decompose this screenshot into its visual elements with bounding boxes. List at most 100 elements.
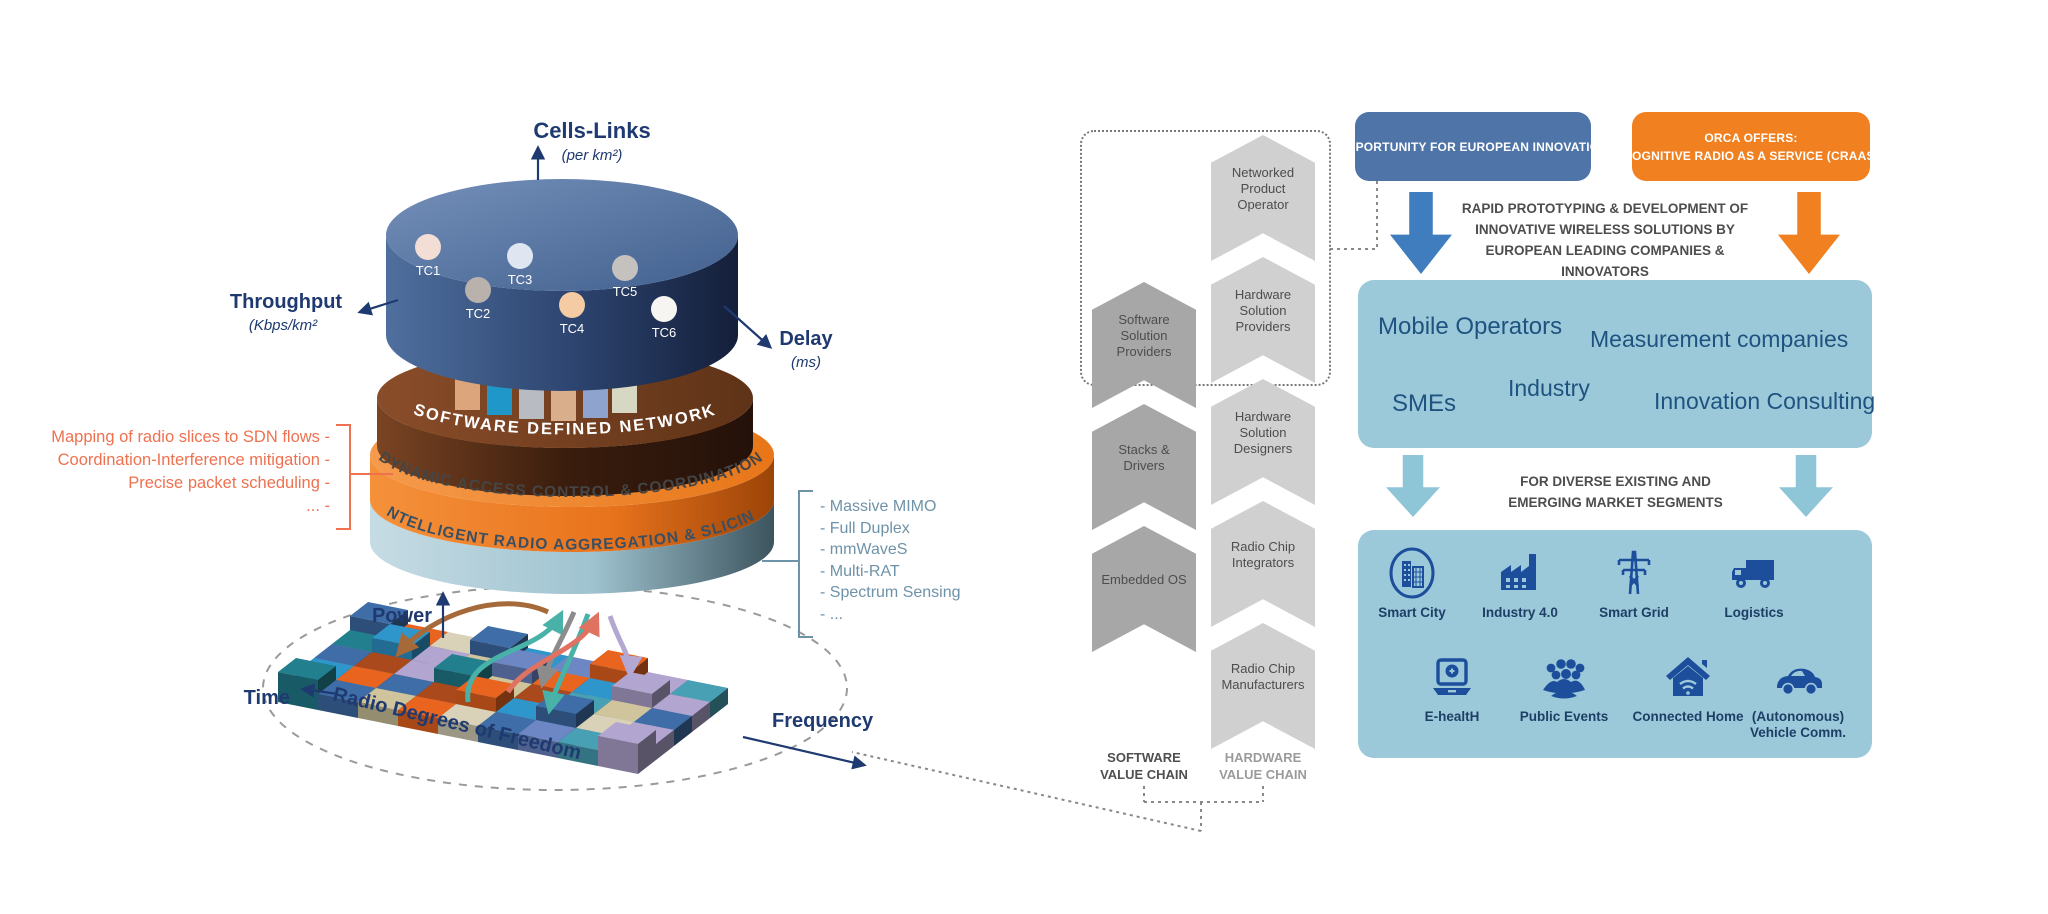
segment-industry-40: Industry 4.0 xyxy=(1461,546,1579,621)
segment-label: Logistics xyxy=(1724,605,1784,620)
sdn-annotation-line: ... - xyxy=(306,497,330,515)
time-label: Time xyxy=(244,687,290,709)
sdn-disk-side xyxy=(377,398,753,496)
frequency-label: Frequency xyxy=(772,710,874,732)
orange-down-arrow xyxy=(1778,192,1840,274)
cells-links-unit: (per km²) xyxy=(562,147,623,164)
tc6-label: TC6 xyxy=(652,325,677,340)
laptop-health-icon xyxy=(1433,658,1471,695)
radio-tech-line: - Multi-RAT xyxy=(820,562,900,580)
segment-vehicle-comm: (Autonomous) Vehicle Comm. xyxy=(1739,650,1857,741)
stakeholders-box: Mobile Operators Measurement companies S… xyxy=(1358,280,1876,448)
radio-tech-line: - ... xyxy=(820,605,844,623)
radio-tech-connector xyxy=(762,560,798,562)
segment-smart-grid: Smart Grid xyxy=(1575,546,1693,621)
segment-e-health: E-healtH xyxy=(1393,650,1511,725)
segment-logistics: Logistics xyxy=(1695,546,1813,621)
factory-icon xyxy=(1501,554,1536,590)
radio-tech-line: - Spectrum Sensing xyxy=(820,584,961,601)
segment-smart-city: Smart City xyxy=(1353,546,1471,621)
radio-tech-annotation: - Massive MIMO - Full Duplex - mmWaveS -… xyxy=(820,496,1050,625)
market-heading-line: EMERGING MARKET SEGMENTS xyxy=(1508,494,1723,510)
software-value-chain-label: SOFTWARE VALUE CHAIN xyxy=(1100,750,1188,782)
hardware-value-chain-label: HARDWARE VALUE CHAIN xyxy=(1219,750,1307,782)
radio-tech-line: - Massive MIMO xyxy=(820,498,937,515)
market-segments-heading: FOR DIVERSE EXISTING AND EMERGING MARKET… xyxy=(1478,472,1753,514)
smart-home-icon xyxy=(1666,657,1710,696)
segment-label: E-healtH xyxy=(1424,709,1480,724)
orca-line: COGNITIVE RADIO AS A SERVICE (CRAAS) xyxy=(1623,148,1879,163)
segment-label: Connected Home xyxy=(1632,709,1744,724)
delay-arrow xyxy=(723,305,773,349)
sdn-annotation: Mapping of radio slices to SDN flows - C… xyxy=(24,426,330,518)
chevron-label: Hardware Solution Designers xyxy=(1233,409,1293,456)
stakeholder-innovation-consulting: Innovation Consulting xyxy=(1654,388,1876,414)
stakeholder-measurement-companies: Measurement companies xyxy=(1590,326,1849,352)
delay-unit: (ms) xyxy=(791,354,821,371)
chevron-label: Networked Product Operator xyxy=(1231,165,1295,212)
smart-city-icon xyxy=(1389,547,1435,599)
rapid-line: RAPID PROTOTYPING & DEVELOPMENT OF xyxy=(1461,201,1749,216)
slice-mapping-arrows xyxy=(395,601,643,715)
chevron-radio-chip-manufacturers: Radio Chip Manufacturers xyxy=(1211,623,1315,749)
chevron-label: Stacks & Drivers xyxy=(1118,442,1170,473)
truck-icon xyxy=(1732,560,1774,588)
radio-tech-line: - Full Duplex xyxy=(820,519,910,537)
sdn-annotation-line: Mapping of radio slices to SDN flows - xyxy=(51,428,330,446)
power-label: Power xyxy=(372,605,432,627)
opportunity-box-label: OPPORTUNITY FOR EUROPEAN INNOVATION xyxy=(1337,139,1609,154)
stakeholder-mobile-operators: Mobile Operators xyxy=(1378,313,1563,340)
segment-label: Industry 4.0 xyxy=(1482,605,1558,620)
segment-label: Public Events xyxy=(1519,709,1609,724)
segment-label: Smart Grid xyxy=(1599,605,1669,620)
sdn-annotation-line: Precise packet scheduling - xyxy=(128,474,330,492)
time-axis-arrow xyxy=(300,683,339,698)
segment-label: (Autonomous) xyxy=(1751,709,1845,724)
market-segments-box: Smart City Industry 4.0 Smart xyxy=(1358,530,1872,758)
rapid-line: EUROPEAN LEADING COMPANIES & INNOVATORS xyxy=(1485,242,1725,279)
innovation-scope-dotted-box xyxy=(1080,130,1331,386)
radio-tech-bracket xyxy=(798,490,813,638)
chevron-label: Radio Chip Manufacturers xyxy=(1221,661,1305,692)
radio-tech-line: - mmWaveS xyxy=(820,541,908,558)
opportunity-to-chain-connector xyxy=(1329,181,1378,250)
orca-line: ORCA OFFERS: xyxy=(1704,130,1798,145)
dacc-disk-side xyxy=(370,455,774,552)
radio-stack-diagram: Power Time Frequency Radio Degrees of Fr… xyxy=(0,0,874,791)
cells-disk-top xyxy=(386,179,738,291)
delay-label: Delay xyxy=(779,328,833,350)
throughput-unit: (Kbps/km² xyxy=(249,317,318,334)
iras-disk-side xyxy=(370,500,774,594)
segment-connected-home: Connected Home xyxy=(1629,650,1747,725)
cells-links-label: Cells-Links xyxy=(533,118,650,143)
sdn-annotation-line: Coordination-Interference mitigation - xyxy=(57,451,330,469)
throughput-label: Throughput xyxy=(230,291,343,313)
tc3-label: TC3 xyxy=(508,272,533,287)
rapid-line: INNOVATIVE WIRELESS SOLUTIONS BY xyxy=(1475,221,1735,237)
tc1-label: TC1 xyxy=(416,263,441,278)
stakeholder-smes: SMEs xyxy=(1392,390,1457,417)
tc2-label: TC2 xyxy=(466,306,491,321)
throughput-arrow xyxy=(357,298,399,316)
teal-down-arrow-left xyxy=(1386,455,1440,517)
sdn-annotation-connector xyxy=(349,473,393,475)
chevron-embedded-os: Embedded OS xyxy=(1092,526,1196,652)
chevron-label: Software Solution Providers xyxy=(1116,312,1172,359)
power-tower-icon xyxy=(1617,550,1651,595)
chevron-label: Embedded OS xyxy=(1101,572,1187,588)
rapid-prototyping-text: RAPID PROTOTYPING & DEVELOPMENT OF INNOV… xyxy=(1440,199,1770,283)
stakeholder-industry: Industry xyxy=(1508,375,1590,401)
chevron-hardware-solution-designers: Hardware Solution Designers xyxy=(1211,379,1315,505)
orca-offers-box: ORCA OFFERS: COGNITIVE RADIO AS A SERVIC… xyxy=(1623,112,1879,181)
chevron-radio-chip-integrators: Radio Chip Integrators xyxy=(1211,501,1315,627)
teal-down-arrow-right xyxy=(1779,455,1833,517)
chevron-label: Hardware Solution Providers xyxy=(1234,287,1292,334)
segment-label-line2: Vehicle Comm. xyxy=(1749,725,1847,741)
frequency-axis-arrow xyxy=(742,735,867,770)
tc4-label: TC4 xyxy=(560,321,585,336)
crowd-icon xyxy=(1543,659,1585,699)
opportunity-box: OPPORTUNITY FOR EUROPEAN INNOVATION xyxy=(1338,112,1608,181)
segment-label: Smart City xyxy=(1378,605,1446,620)
segment-public-events: Public Events xyxy=(1505,650,1623,725)
